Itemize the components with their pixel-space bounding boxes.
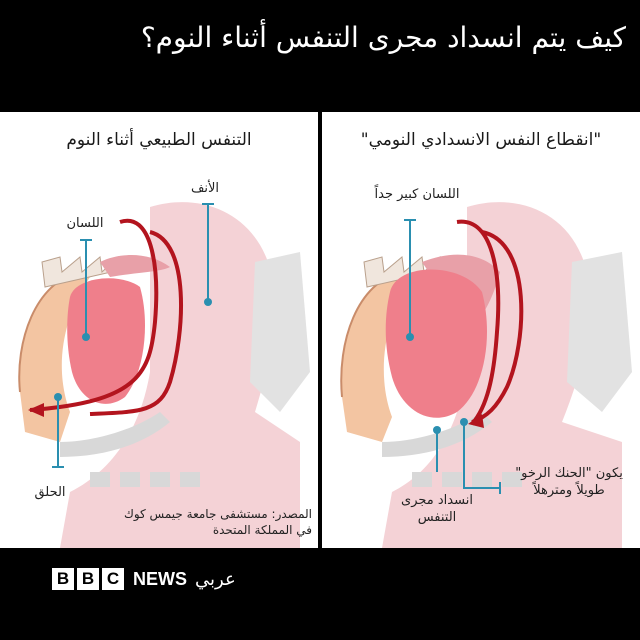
tongue	[67, 278, 145, 404]
soft-palate-pointer	[463, 422, 500, 489]
large-tongue	[385, 269, 488, 418]
nose-label: الأنف	[190, 181, 220, 196]
airflow-path-1	[456, 219, 501, 426]
bbc-letter-b1: B	[52, 568, 74, 590]
airflow-arrowhead	[468, 414, 484, 428]
spine	[250, 252, 310, 412]
obstructed-airway-diagram	[340, 202, 632, 548]
large-tongue-label: اللسان كبير جداً	[374, 187, 460, 202]
blockage-label-line1: انسداد مجرى	[401, 493, 473, 508]
bbc-letter-b2: B	[77, 568, 99, 590]
upper-teeth	[41, 255, 121, 288]
airflow-arrowhead	[28, 403, 44, 417]
hyoid	[60, 412, 170, 457]
jaw	[341, 272, 412, 442]
airflow-path-2	[89, 230, 184, 416]
neck-tissue	[60, 202, 300, 548]
soft-palate-label-line1: يكون "الحنك الرخو"	[515, 466, 623, 481]
page-title: كيف يتم انسداد مجرى التنفس أثناء النوم؟	[140, 21, 626, 54]
spine	[567, 252, 632, 412]
lower-bones	[90, 472, 200, 487]
source-note-line1: المصدر: مستشفى جامعة جيمس كوك	[123, 507, 312, 521]
sleep-apnea-heading: "انقطاع النفس الانسدادي النومي"	[360, 130, 602, 150]
throat-label: الحلق	[34, 485, 66, 500]
airflow-path-1	[29, 218, 159, 412]
normal-airway-diagram	[18, 202, 310, 548]
blockage-label-line2: التنفس	[417, 510, 457, 525]
source-note-line2: في المملكة المتحدة	[212, 523, 312, 537]
jaw	[19, 272, 90, 442]
normal-breathing-panel: التنفس الطبيعي أثناء النوم الأنف اللسا	[0, 112, 318, 548]
lower-bones	[412, 472, 522, 487]
bbc-news-logo: B B C NEWS عربي	[52, 566, 236, 592]
arabic-wordmark: عربي	[195, 568, 236, 590]
tongue-label: اللسان	[66, 216, 104, 231]
airflow-path-2	[471, 230, 524, 424]
bbc-letter-c: C	[102, 568, 124, 590]
normal-breathing-heading: التنفس الطبيعي أثناء النوم	[66, 130, 252, 150]
neck-tissue	[382, 202, 622, 548]
news-wordmark: NEWS	[133, 568, 187, 589]
soft-palate-label-line2: طويلاً ومترهلاً	[533, 483, 605, 498]
sleep-apnea-panel: "انقطاع النفس الانسدادي النومي" اللسان ك…	[322, 112, 640, 548]
